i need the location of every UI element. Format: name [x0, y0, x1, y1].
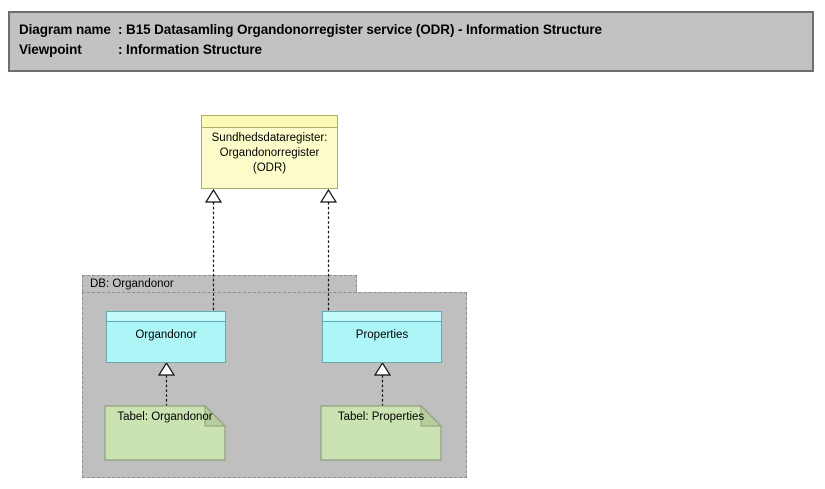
realization-connector-tabel-properties[interactable]: [373, 361, 392, 406]
realization-arrowhead-icon: [157, 361, 176, 376]
node-odr-register[interactable]: Sundhedsdataregister: Organdonorregister…: [201, 115, 338, 189]
header-label: Diagram name: [19, 22, 111, 37]
realization-connector-properties-to-odr[interactable]: [319, 188, 338, 311]
node-properties[interactable]: Properties: [322, 311, 442, 363]
node-organdonor[interactable]: Organdonor: [106, 311, 226, 363]
node-title-band: [323, 312, 441, 322]
realization-arrowhead-icon: [373, 361, 392, 376]
header-value: Information Structure: [126, 42, 262, 57]
node-label: Organdonor: [135, 329, 197, 341]
realization-arrowhead-icon: [204, 188, 223, 203]
group-label: DB: Organdonor: [90, 278, 174, 290]
node-label: Properties: [355, 329, 409, 341]
realization-arrowhead-icon: [319, 188, 338, 203]
header-label: Viewpoint: [19, 42, 82, 57]
node-label: Sundhedsdataregister: Organdonorregister…: [211, 132, 328, 174]
realization-connector-organdonor-to-odr[interactable]: [204, 188, 223, 311]
header-colon: :: [118, 42, 127, 57]
group-db-organdonor-tab[interactable]: DB: Organdonor: [82, 275, 357, 292]
header-colon: :: [118, 22, 127, 37]
diagram-header[interactable]: Diagram name: B15 Datasamling Organdonor…: [8, 11, 814, 72]
realization-connector-tabel-organdonor[interactable]: [157, 361, 176, 406]
note-tabel-organdonor[interactable]: [104, 404, 227, 461]
note-fold-icon: [204, 404, 227, 427]
note-tabel-properties[interactable]: [320, 404, 443, 461]
node-title-band: [107, 312, 225, 322]
header-row-diagram-name: Diagram name: B15 Datasamling Organdonor…: [19, 20, 812, 40]
node-title-band: [202, 116, 337, 128]
header-row-viewpoint: Viewpoint: Information Structure: [19, 40, 812, 60]
note-label-tabel-organdonor: Tabel: Organdonor: [117, 411, 213, 423]
note-label-tabel-properties: Tabel: Properties: [337, 411, 425, 423]
note-fold-icon: [420, 404, 443, 427]
header-value: B15 Datasamling Organdonorregister servi…: [126, 22, 602, 37]
